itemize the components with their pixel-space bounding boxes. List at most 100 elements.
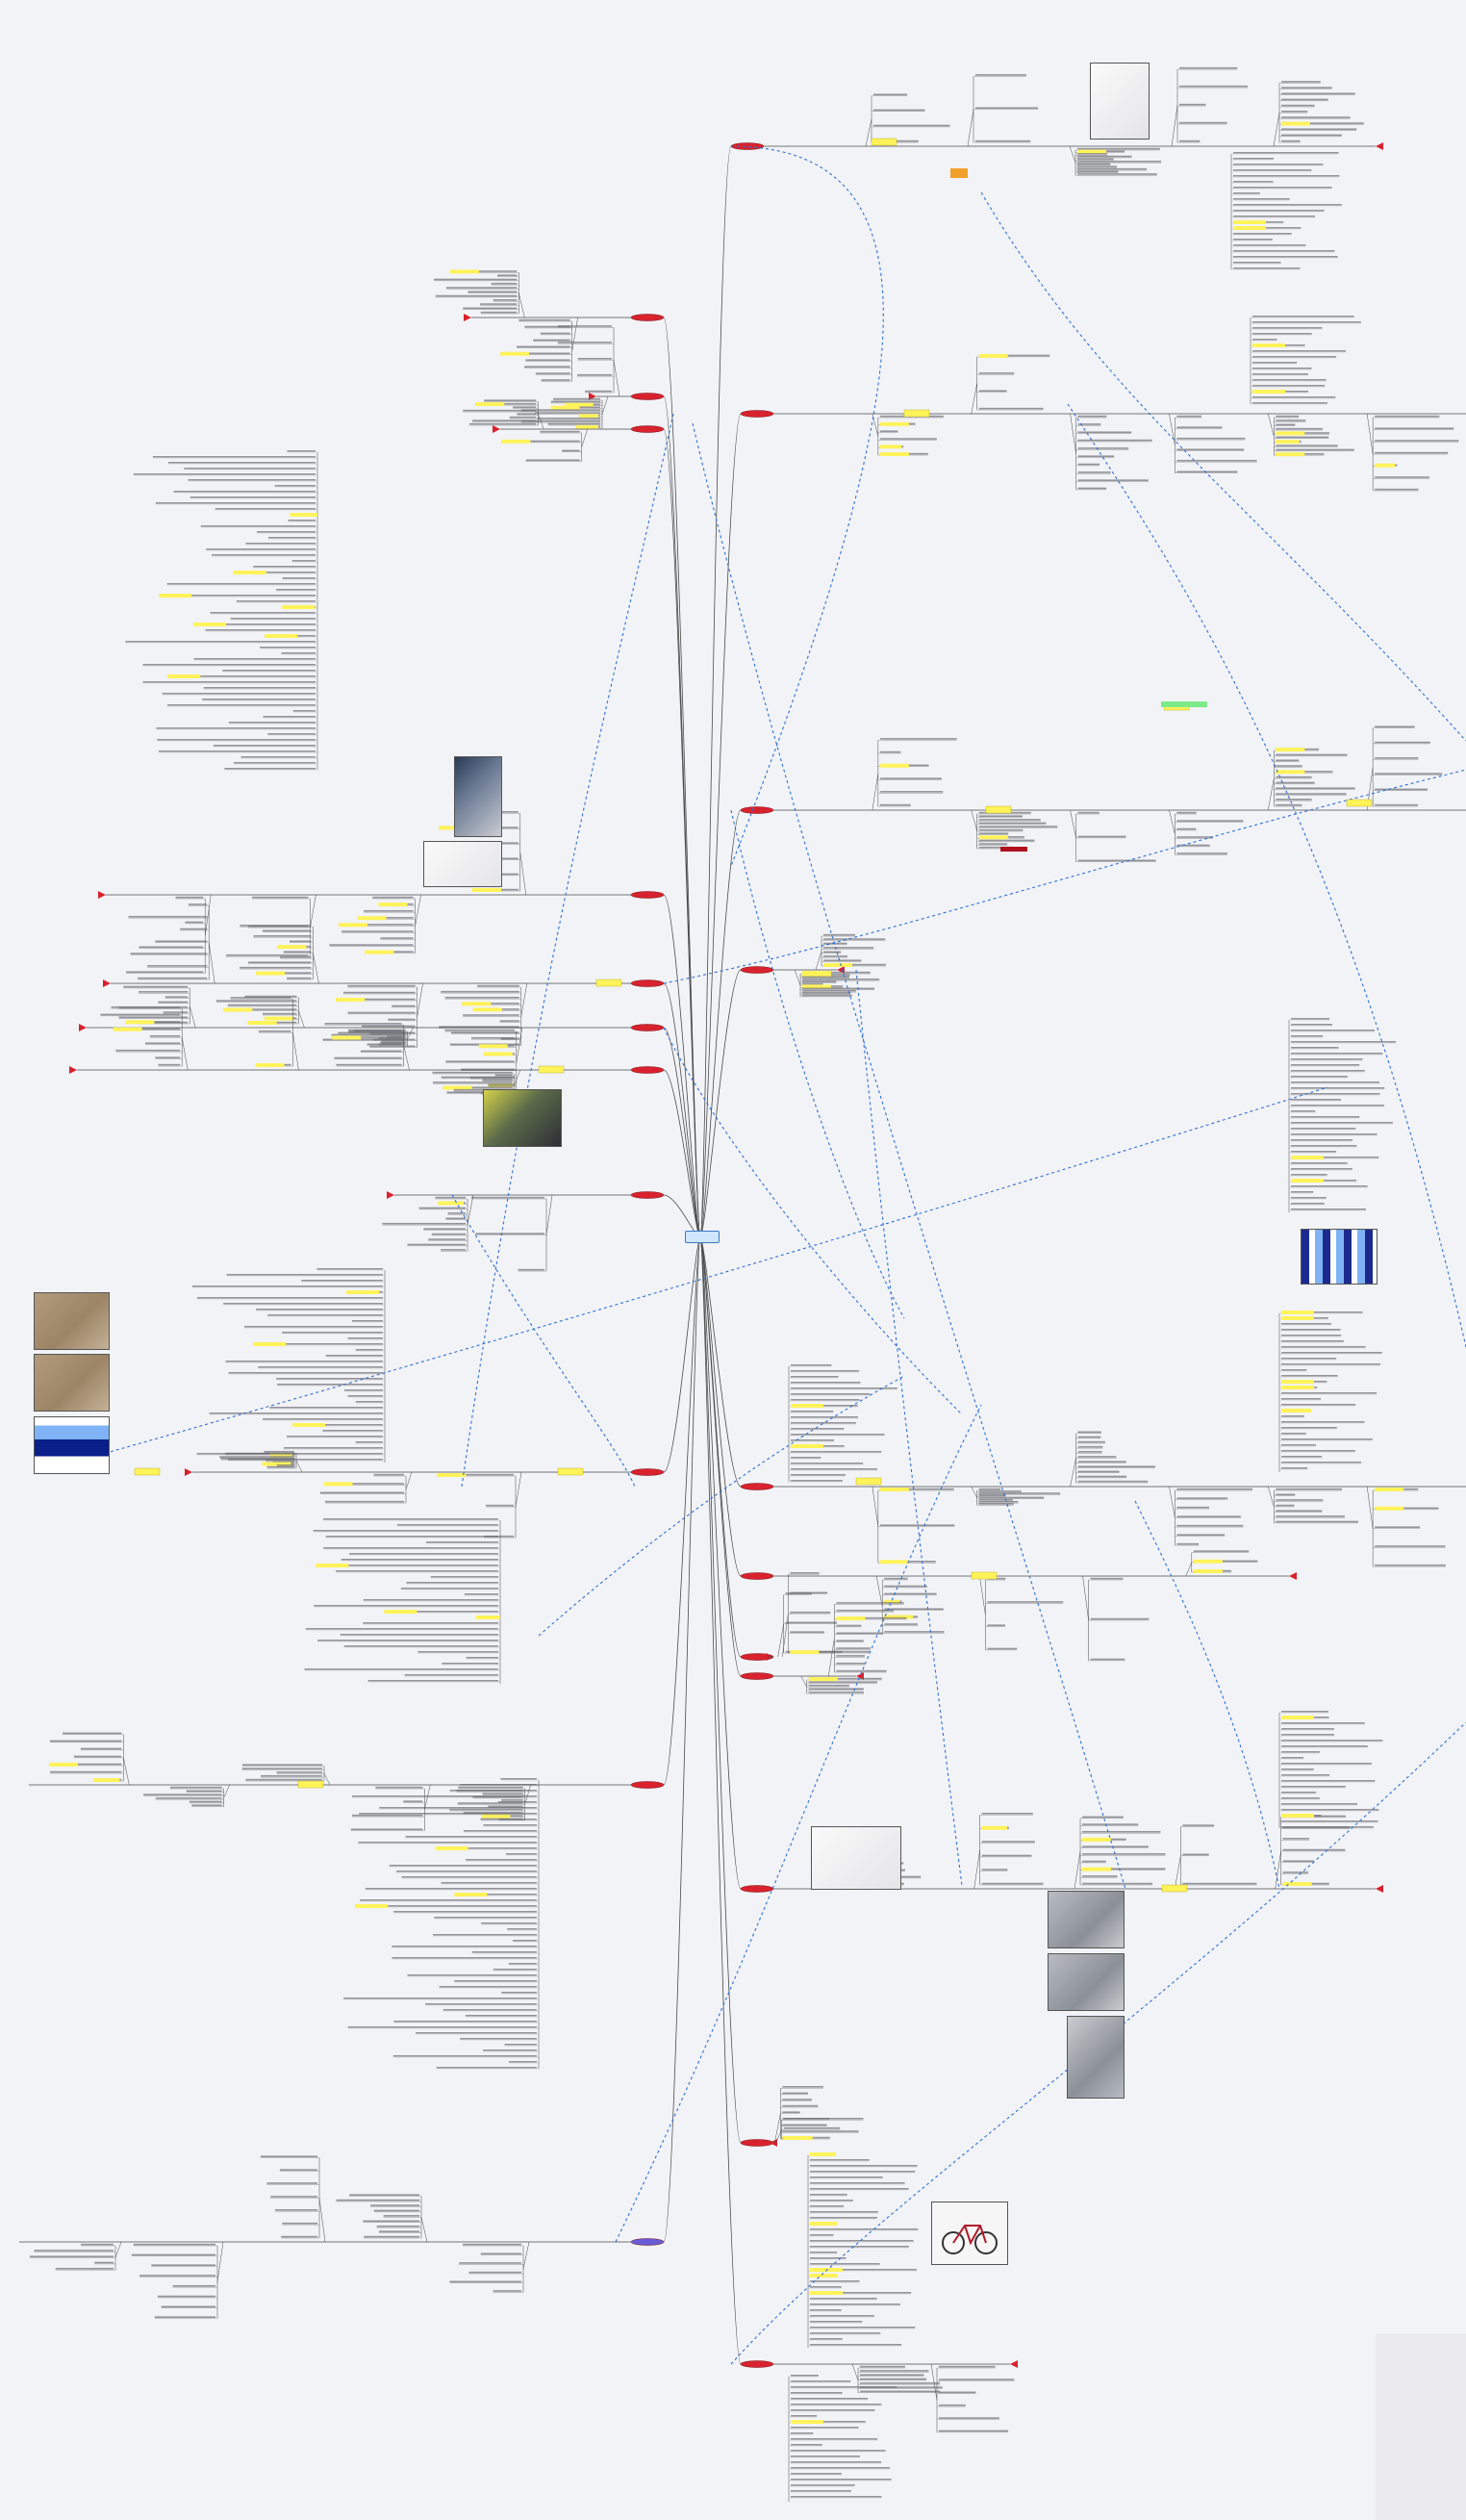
branch-marker-icon[interactable] bbox=[740, 1483, 774, 1490]
leaf-text-line bbox=[432, 1071, 513, 1074]
branch-marker-icon[interactable] bbox=[630, 891, 665, 899]
leaf-text-line bbox=[547, 422, 600, 425]
branch-end-marker-icon[interactable] bbox=[760, 1653, 768, 1661]
sticky-note-icon bbox=[1282, 1882, 1312, 1886]
branch-marker-icon[interactable] bbox=[630, 393, 665, 400]
leaf-text-line bbox=[266, 1465, 294, 1468]
branch-marker-icon[interactable] bbox=[740, 806, 774, 814]
branch-end-marker-icon[interactable] bbox=[79, 1024, 87, 1031]
leaf-text-line bbox=[458, 1786, 523, 1789]
leaf-text-line bbox=[791, 2398, 869, 2400]
leaf-text-line bbox=[483, 1824, 537, 1826]
leaf-text-line bbox=[518, 318, 570, 321]
highlighted-topic[interactable] bbox=[1346, 799, 1373, 807]
branch-marker-icon[interactable] bbox=[740, 966, 774, 974]
branch-marker-icon[interactable] bbox=[630, 425, 665, 433]
leaf-text-line bbox=[1077, 1475, 1127, 1478]
highlighted-topic[interactable] bbox=[950, 168, 968, 178]
branch-end-marker-icon[interactable] bbox=[98, 891, 106, 899]
leaf-text-line bbox=[791, 2404, 882, 2405]
leaf-text-line bbox=[367, 1680, 498, 1682]
main-branch-line bbox=[663, 1236, 701, 2243]
branch-end-marker-icon[interactable] bbox=[1376, 1885, 1383, 1893]
leaf-text-line bbox=[810, 2252, 838, 2253]
image-thumbnail-icon[interactable] bbox=[931, 2202, 1008, 2265]
image-thumbnail-icon[interactable] bbox=[1048, 1953, 1125, 2011]
branch-marker-icon[interactable] bbox=[630, 1024, 665, 1031]
branch-marker-icon[interactable] bbox=[630, 1781, 665, 1789]
image-thumbnail-icon[interactable] bbox=[1048, 1891, 1125, 1948]
leaf-text-line bbox=[1375, 773, 1443, 775]
image-thumbnail-icon[interactable] bbox=[1301, 1229, 1378, 1285]
leaf-text-line bbox=[1291, 1082, 1380, 1083]
leaf-text-line bbox=[978, 819, 1041, 821]
branch-marker-icon[interactable] bbox=[740, 2139, 774, 2147]
branch-marker-icon[interactable] bbox=[740, 1885, 774, 1893]
branch-marker-icon[interactable] bbox=[630, 1191, 665, 1199]
branch-marker-icon[interactable] bbox=[630, 314, 665, 321]
highlighted-topic[interactable] bbox=[538, 1065, 565, 1074]
branch-marker-icon[interactable] bbox=[740, 1672, 774, 1680]
branch-end-marker-icon[interactable] bbox=[1289, 1572, 1297, 1580]
highlighted-topic[interactable] bbox=[557, 1467, 584, 1476]
image-thumbnail-icon[interactable] bbox=[423, 841, 502, 887]
highlighted-topic[interactable] bbox=[595, 979, 622, 987]
branch-marker-icon[interactable] bbox=[630, 980, 665, 987]
branch-end-marker-icon[interactable] bbox=[1010, 2360, 1018, 2368]
image-thumbnail-icon[interactable] bbox=[1067, 2016, 1125, 2099]
highlighted-topic[interactable] bbox=[297, 1780, 324, 1789]
branch-marker-icon[interactable] bbox=[630, 1468, 665, 1476]
highlighted-topic[interactable] bbox=[985, 805, 1012, 814]
branch-end-marker-icon[interactable] bbox=[464, 314, 471, 321]
central-topic[interactable] bbox=[685, 1231, 720, 1243]
cross-link-icon bbox=[663, 1027, 963, 1415]
image-thumbnail-icon[interactable] bbox=[34, 1354, 110, 1412]
cross-link-icon bbox=[980, 191, 1466, 742]
highlighted-topic[interactable] bbox=[1161, 1884, 1188, 1893]
leaf-text-line bbox=[466, 1657, 498, 1659]
branch-end-marker-icon[interactable] bbox=[1376, 142, 1383, 150]
leaf-text-line bbox=[1291, 1099, 1342, 1101]
highlighted-topic[interactable] bbox=[903, 409, 930, 418]
sub-branch-line bbox=[295, 1460, 303, 1473]
branch-end-marker-icon[interactable] bbox=[103, 980, 111, 987]
branch-marker-icon[interactable] bbox=[740, 1572, 774, 1580]
leaf-text-line bbox=[380, 1041, 406, 1044]
leaf-text-line bbox=[342, 991, 416, 994]
branch-marker-icon[interactable] bbox=[730, 142, 765, 150]
branch-end-marker-icon[interactable] bbox=[69, 1066, 77, 1074]
leaf-text-line bbox=[323, 1547, 498, 1549]
leaf-text-line bbox=[314, 1605, 498, 1607]
branch-end-marker-icon[interactable] bbox=[387, 1191, 394, 1199]
leaf-text-line bbox=[29, 2255, 114, 2257]
image-thumbnail-icon[interactable] bbox=[454, 756, 502, 837]
branch-marker-icon[interactable] bbox=[740, 2360, 774, 2368]
highlighted-topic[interactable] bbox=[855, 1477, 882, 1486]
leaf-text-line bbox=[434, 278, 518, 281]
image-thumbnail-icon[interactable] bbox=[34, 1292, 110, 1350]
leaf-text-line bbox=[509, 416, 537, 419]
sub-branch-line bbox=[515, 1471, 522, 1508]
leaf-text-line bbox=[279, 2169, 317, 2171]
image-thumbnail-icon[interactable] bbox=[1090, 63, 1150, 140]
highlighted-topic[interactable] bbox=[1161, 701, 1207, 707]
branch-marker-icon[interactable] bbox=[630, 2238, 665, 2246]
highlighted-topic[interactable] bbox=[971, 1571, 998, 1580]
leaf-text-line bbox=[553, 397, 600, 400]
branch-end-marker-icon[interactable] bbox=[770, 2139, 777, 2147]
highlighted-topic[interactable] bbox=[134, 1467, 161, 1476]
highlighted-topic[interactable] bbox=[871, 138, 897, 146]
branch-end-marker-icon[interactable] bbox=[493, 425, 500, 433]
leaf-text-line bbox=[860, 2365, 905, 2368]
branch-marker-icon[interactable] bbox=[740, 410, 774, 418]
branch-marker-icon[interactable] bbox=[630, 1066, 665, 1074]
leaf-text-line bbox=[975, 74, 1026, 76]
image-thumbnail-icon[interactable] bbox=[811, 1826, 901, 1890]
leaf-text-line bbox=[499, 1020, 519, 1022]
image-thumbnail-icon[interactable] bbox=[483, 1089, 562, 1147]
image-thumbnail-icon[interactable] bbox=[34, 1416, 110, 1474]
branch-end-marker-icon[interactable] bbox=[185, 1468, 192, 1476]
highlighted-topic[interactable] bbox=[1000, 847, 1027, 852]
sub-branch-line bbox=[979, 1575, 986, 1616]
